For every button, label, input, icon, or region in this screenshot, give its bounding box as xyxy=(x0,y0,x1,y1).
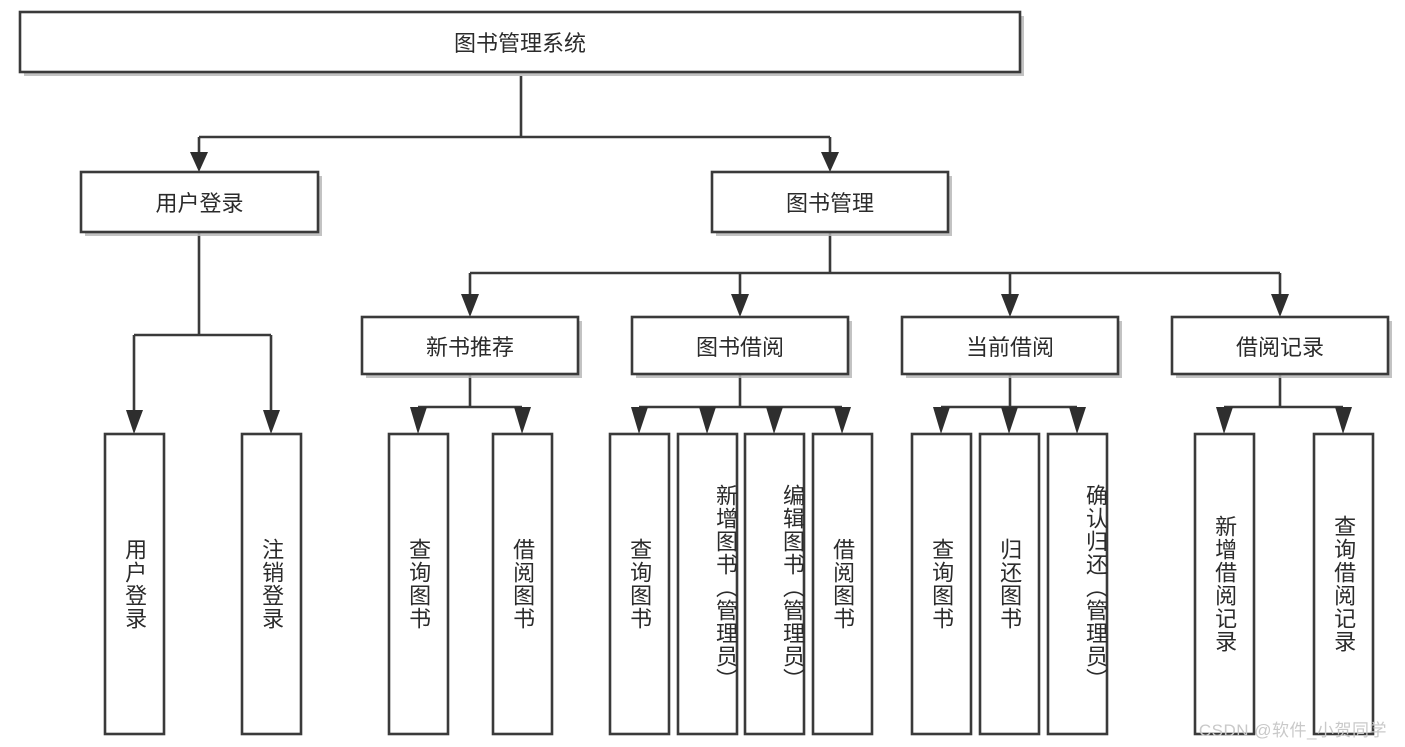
arrow-leaf-record-query xyxy=(1335,407,1352,434)
arrow-leaf-user-login xyxy=(126,410,143,434)
node-book-manage[interactable] xyxy=(710,170,950,234)
node-leaf-borrow-add[interactable] xyxy=(676,432,739,736)
arrow-current-borrow xyxy=(1001,294,1019,317)
node-leaf-user-login[interactable] xyxy=(103,432,166,736)
node-root[interactable] xyxy=(18,10,1022,74)
arrow-leaf-borrow-lend xyxy=(834,407,851,434)
arrow-leaf-current-confirm xyxy=(1069,407,1086,434)
node-leaf-borrow-lend[interactable] xyxy=(811,432,874,736)
node-group xyxy=(18,10,1392,736)
arrow-leaf-rec-borrow xyxy=(514,407,531,434)
node-leaf-rec-query[interactable] xyxy=(387,432,450,736)
node-current-borrow[interactable] xyxy=(900,315,1120,376)
node-leaf-record-query[interactable] xyxy=(1312,432,1375,736)
arrow-bookmanage xyxy=(821,152,839,172)
arrow-leaf-current-return xyxy=(1001,407,1018,434)
arrow-leaf-current-query xyxy=(933,407,950,434)
arrow-book-borrow xyxy=(731,294,749,317)
node-leaf-borrow-query[interactable] xyxy=(608,432,671,736)
arrow-borrow-record xyxy=(1271,294,1289,317)
arrow-leaf-rec-query xyxy=(410,407,427,434)
arrow-new-book-rec xyxy=(461,294,479,317)
arrow-leaf-borrow-query xyxy=(631,407,648,434)
arrow-leaf-user-logout xyxy=(263,410,280,434)
node-leaf-record-add[interactable] xyxy=(1193,432,1256,736)
node-book-borrow[interactable] xyxy=(630,315,850,376)
node-leaf-borrow-edit[interactable] xyxy=(743,432,806,736)
node-leaf-current-return[interactable] xyxy=(978,432,1041,736)
arrow-userlogin xyxy=(190,152,208,172)
node-user-login[interactable] xyxy=(79,170,320,234)
connector-group xyxy=(126,76,1352,434)
arrow-leaf-record-add xyxy=(1216,407,1233,434)
csdn-watermark: CSDN @软件_小贺同学 xyxy=(1198,721,1387,740)
node-leaf-current-confirm[interactable] xyxy=(1046,432,1109,736)
arrow-leaf-borrow-add xyxy=(699,407,716,434)
arrow-leaf-borrow-edit xyxy=(766,407,783,434)
node-leaf-user-logout[interactable] xyxy=(240,432,303,736)
node-leaf-current-query[interactable] xyxy=(910,432,973,736)
node-leaf-rec-borrow[interactable] xyxy=(491,432,554,736)
node-new-book-rec[interactable] xyxy=(360,315,580,376)
node-borrow-record[interactable] xyxy=(1170,315,1390,376)
